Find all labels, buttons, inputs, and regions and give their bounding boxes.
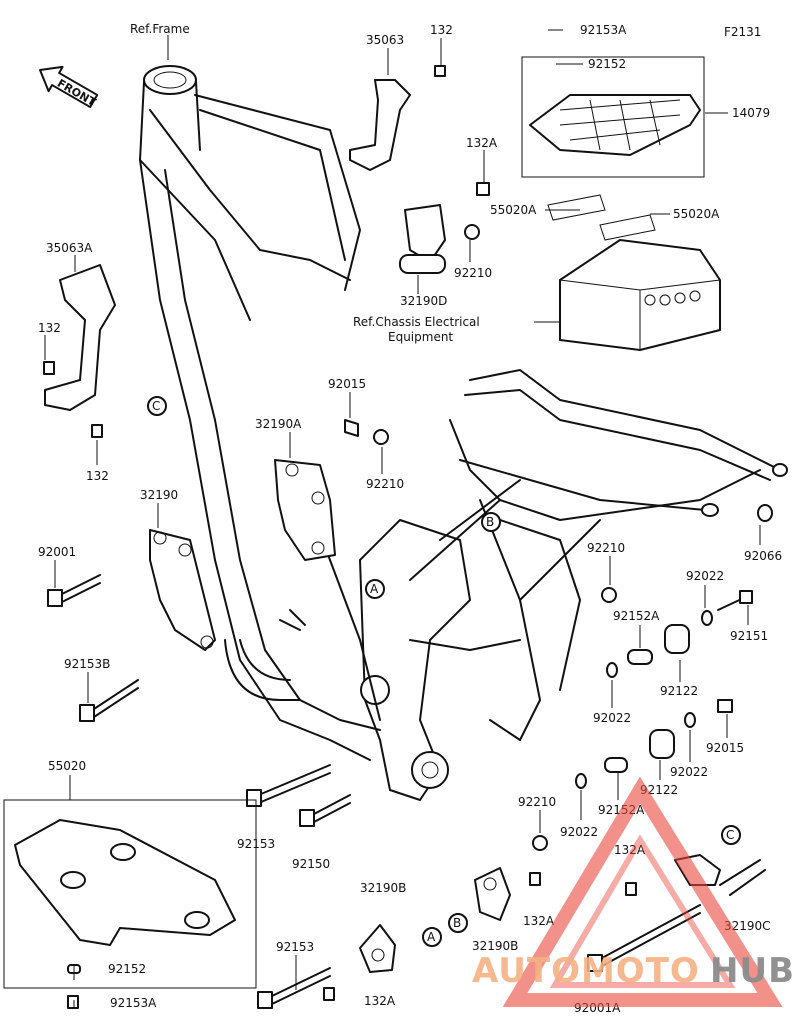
label-32190: 32190 [140,488,178,502]
label-92150: 92150 [292,857,330,871]
label-92153: 92153 [237,837,275,851]
label-92151: 92151 [730,629,768,643]
battery-pads [547,194,656,241]
label-35063: 35063 [366,33,404,47]
bracket-35063A [43,264,116,438]
marker-b-low: B [453,916,461,930]
label-92022-c: 92022 [670,765,708,779]
plate-32190B-upper [474,835,548,921]
label-132A-bottom: 132A [364,994,396,1008]
label-92153A-low: 92153A [110,996,157,1010]
label-92022-a: 92022 [686,569,724,583]
watermark-text-automoto: AUTOMOTO [472,951,700,991]
bracket-32190D [399,182,490,274]
label-92152A-a: 92152A [613,609,660,623]
ref-chassis-label-2: Equipment [388,330,453,344]
watermark-logo: AUTOMOTO HUB [472,776,795,1007]
marker-a-mid: A [370,582,379,596]
circle-markers: C A B B A C [147,396,741,947]
figure-code: F2131 [724,25,761,39]
plate-32190 [149,529,216,651]
label-92210-low: 92210 [518,795,556,809]
marker-a-low: A [427,930,436,944]
marker-b-mid: B [486,515,494,529]
leader-lines [44,29,761,1008]
label-132A-low2: 132A [523,914,555,928]
label-32190B-b: 32190B [472,939,518,953]
label-92210-top: 92210 [454,266,492,280]
label-132-top: 132 [430,23,453,37]
ref-frame-label: Ref.Frame [130,22,190,36]
label-32190B-a: 32190B [360,881,406,895]
label-92153-low: 92153 [276,940,314,954]
ref-chassis-label-1: Ref.Chassis Electrical [353,315,480,329]
battery-cover [521,56,705,178]
plate-32190A [274,459,336,561]
bolt-92150 [299,794,351,827]
label-92122-a: 92122 [660,684,698,698]
label-92022-d: 92022 [560,825,598,839]
label-55020A-1: 55020A [490,203,537,217]
nuts-middle [344,419,617,603]
bracket-35063 [349,65,446,171]
label-92152-low: 92152 [108,962,146,976]
label-92152-top: 92152 [588,57,626,71]
label-32190C: 32190C [724,919,771,933]
main-frame [139,65,788,801]
label-92022-b: 92022 [593,711,631,725]
label-132A-top: 132A [466,136,498,150]
bolt-92001 [47,574,101,607]
label-132-left2: 132 [86,469,109,483]
label-92001: 92001 [38,545,76,559]
watermark-text-hub: HUB [710,951,795,991]
label-92015-a: 92015 [328,377,366,391]
label-92210-right: 92210 [587,541,625,555]
label-92153B: 92153B [64,657,110,671]
label-92015-b: 92015 [706,741,744,755]
label-132A-low: 132A [614,843,646,857]
part-labels: F2131 Ref.Frame Ref.Chassis Electrical E… [38,22,782,1015]
label-32190D: 32190D [400,294,447,308]
label-55020A-2: 55020A [673,207,720,221]
label-35063A: 35063A [46,241,93,255]
marker-c-right: C [726,828,734,842]
label-92153A-top: 92153A [580,23,627,37]
label-92066: 92066 [744,549,782,563]
label-132-left1: 132 [38,321,61,335]
bolt-92153B [79,679,139,722]
label-32190A: 32190A [255,417,302,431]
bolt-92153 [246,764,331,807]
bolt-92001A [587,904,701,972]
front-arrow: FRONT [39,65,98,109]
skid-plate-55020 [3,799,257,1009]
plate-32190B-lower [323,924,396,1001]
marker-c-left: C [152,399,160,413]
battery [559,239,721,351]
watermark-triangle [502,776,783,1007]
right-hardware [575,504,773,789]
label-55020: 55020 [48,759,86,773]
label-14079: 14079 [732,106,770,120]
label-92210-mid: 92210 [366,477,404,491]
bolt-92153-lower [257,967,331,1009]
